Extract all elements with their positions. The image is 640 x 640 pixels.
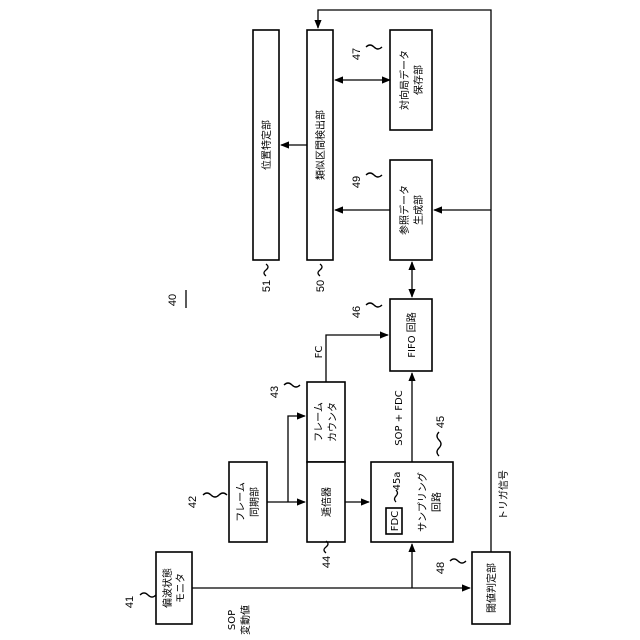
fifo-circuit-block: FIFO 回路 xyxy=(390,299,432,371)
ref-51: 51 xyxy=(261,280,273,292)
polarization-monitor-label-2: モニタ xyxy=(175,573,187,603)
frame-counter-block: フレーム カウンタ xyxy=(307,382,345,462)
multiplier-block: 逓倍器 xyxy=(307,462,345,542)
similar-section-detector-label: 類似区間検出部 xyxy=(314,110,327,180)
ref-51-leader xyxy=(264,264,268,276)
sampling-circuit-label-1: サンプリング xyxy=(416,472,429,532)
sync-to-counter xyxy=(288,416,305,502)
ref-48: 48 xyxy=(435,562,447,574)
frame-counter-label-2: カウンタ xyxy=(327,402,339,442)
ref-49: 49 xyxy=(351,176,363,188)
similar-section-detector-block: 類似区間検出部 xyxy=(307,30,333,260)
sampling-circuit-label-2: 回路 xyxy=(430,492,443,512)
sop-label-1: SOP xyxy=(227,610,238,630)
opposite-data-store-block: 対向局データ 保存部 xyxy=(390,30,432,130)
position-identifier-block: 位置特定部 xyxy=(253,30,279,260)
fifo-circuit-label: FIFO 回路 xyxy=(405,312,418,358)
fc-label: FC xyxy=(314,346,325,359)
ref-47: 47 xyxy=(351,48,363,60)
frame-sync-label-1: フレーム xyxy=(235,482,247,522)
ref-46: 46 xyxy=(351,306,363,318)
ref-41-leader xyxy=(140,593,156,597)
ref-43-leader xyxy=(284,383,300,387)
opposite-data-store-label-1: 対向局データ xyxy=(398,50,411,110)
fdc-ref: 45a xyxy=(392,472,403,491)
reference-data-gen-block: 参照データ 生成部 xyxy=(390,160,432,260)
ref-50: 50 xyxy=(315,280,327,292)
multiplier-label: 逓倍器 xyxy=(320,487,333,517)
frame-sync-block: フレーム 同期部 xyxy=(229,462,267,542)
ref-50-leader xyxy=(318,264,322,276)
ref-42: 42 xyxy=(187,496,199,508)
figure-ref: 40 xyxy=(167,294,179,306)
frame-sync-label-2: 同期部 xyxy=(248,487,261,517)
polarization-monitor-block: 偏波状態 モニタ xyxy=(156,552,192,624)
sop-fdc-label: SOP + FDC xyxy=(394,390,405,445)
trigger-label: トリガ信号 xyxy=(498,470,510,520)
frame-counter-label-1: フレーム xyxy=(313,402,325,442)
ref-45-leader xyxy=(437,432,441,456)
fc-line xyxy=(326,335,388,382)
ref-46-leader xyxy=(366,303,382,307)
ref-48-leader xyxy=(450,559,466,563)
threshold-judge-label: 閾値判定部 xyxy=(485,563,498,613)
ref-44: 44 xyxy=(321,556,333,568)
ref-43: 43 xyxy=(269,386,281,398)
sop-label-2: 変動値 xyxy=(239,605,252,635)
ref-49-leader xyxy=(366,173,382,177)
ref-41: 41 xyxy=(124,596,136,608)
ref-42-leader xyxy=(203,493,227,497)
ref-45: 45 xyxy=(435,416,447,428)
position-identifier-label: 位置特定部 xyxy=(260,120,273,170)
reference-data-gen-label-1: 参照データ xyxy=(398,185,411,235)
fdc-label: FDC xyxy=(390,511,401,531)
opposite-data-store-label-2: 保存部 xyxy=(412,65,425,95)
polarization-monitor-label-1: 偏波状態 xyxy=(161,568,174,608)
ref-47-leader xyxy=(366,45,382,49)
sampling-circuit-block: FDC 45a サンプリング 回路 xyxy=(371,462,453,542)
reference-data-gen-label-2: 生成部 xyxy=(412,195,425,225)
threshold-judge-block: 閾値判定部 xyxy=(472,552,510,624)
